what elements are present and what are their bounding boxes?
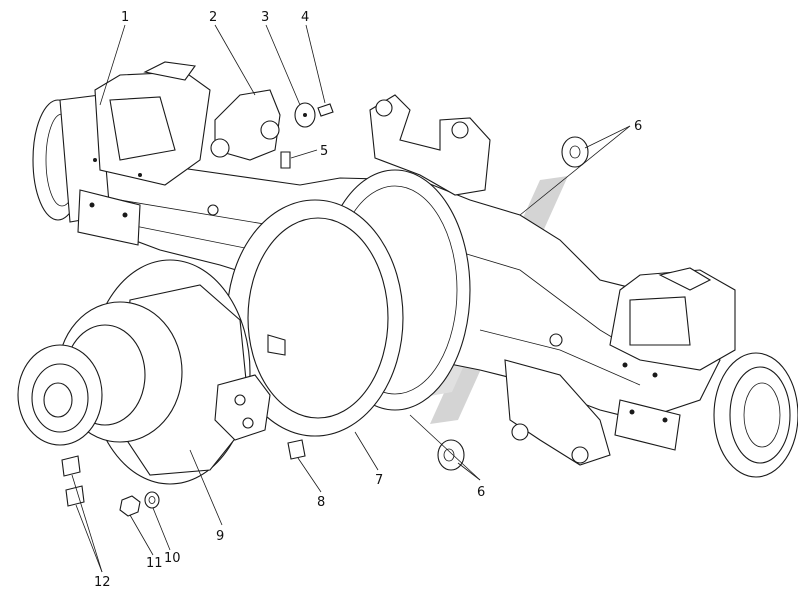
callout-8: 8 xyxy=(317,495,325,510)
gasket-ring xyxy=(226,199,404,437)
callout-4: 4 xyxy=(301,10,309,25)
callout-10: 10 xyxy=(164,551,181,566)
callout-7: 7 xyxy=(375,473,383,488)
small-parts xyxy=(61,89,589,517)
callout-5: 5 xyxy=(320,144,328,159)
callout-12: 12 xyxy=(94,575,111,590)
callout-6-top: 6 xyxy=(634,119,642,134)
callout-2: 2 xyxy=(209,10,217,25)
final-drive-assembly xyxy=(17,259,286,485)
callout-9: 9 xyxy=(216,529,224,544)
callout-11: 11 xyxy=(146,556,163,571)
callout-3: 3 xyxy=(261,10,269,25)
callout-6-bottom: 6 xyxy=(477,485,485,500)
callout-labels: 1 2 3 4 5 6 6 7 8 9 10 11 12 xyxy=(94,10,642,590)
leader-lines xyxy=(71,24,631,573)
callout-1: 1 xyxy=(121,10,129,25)
